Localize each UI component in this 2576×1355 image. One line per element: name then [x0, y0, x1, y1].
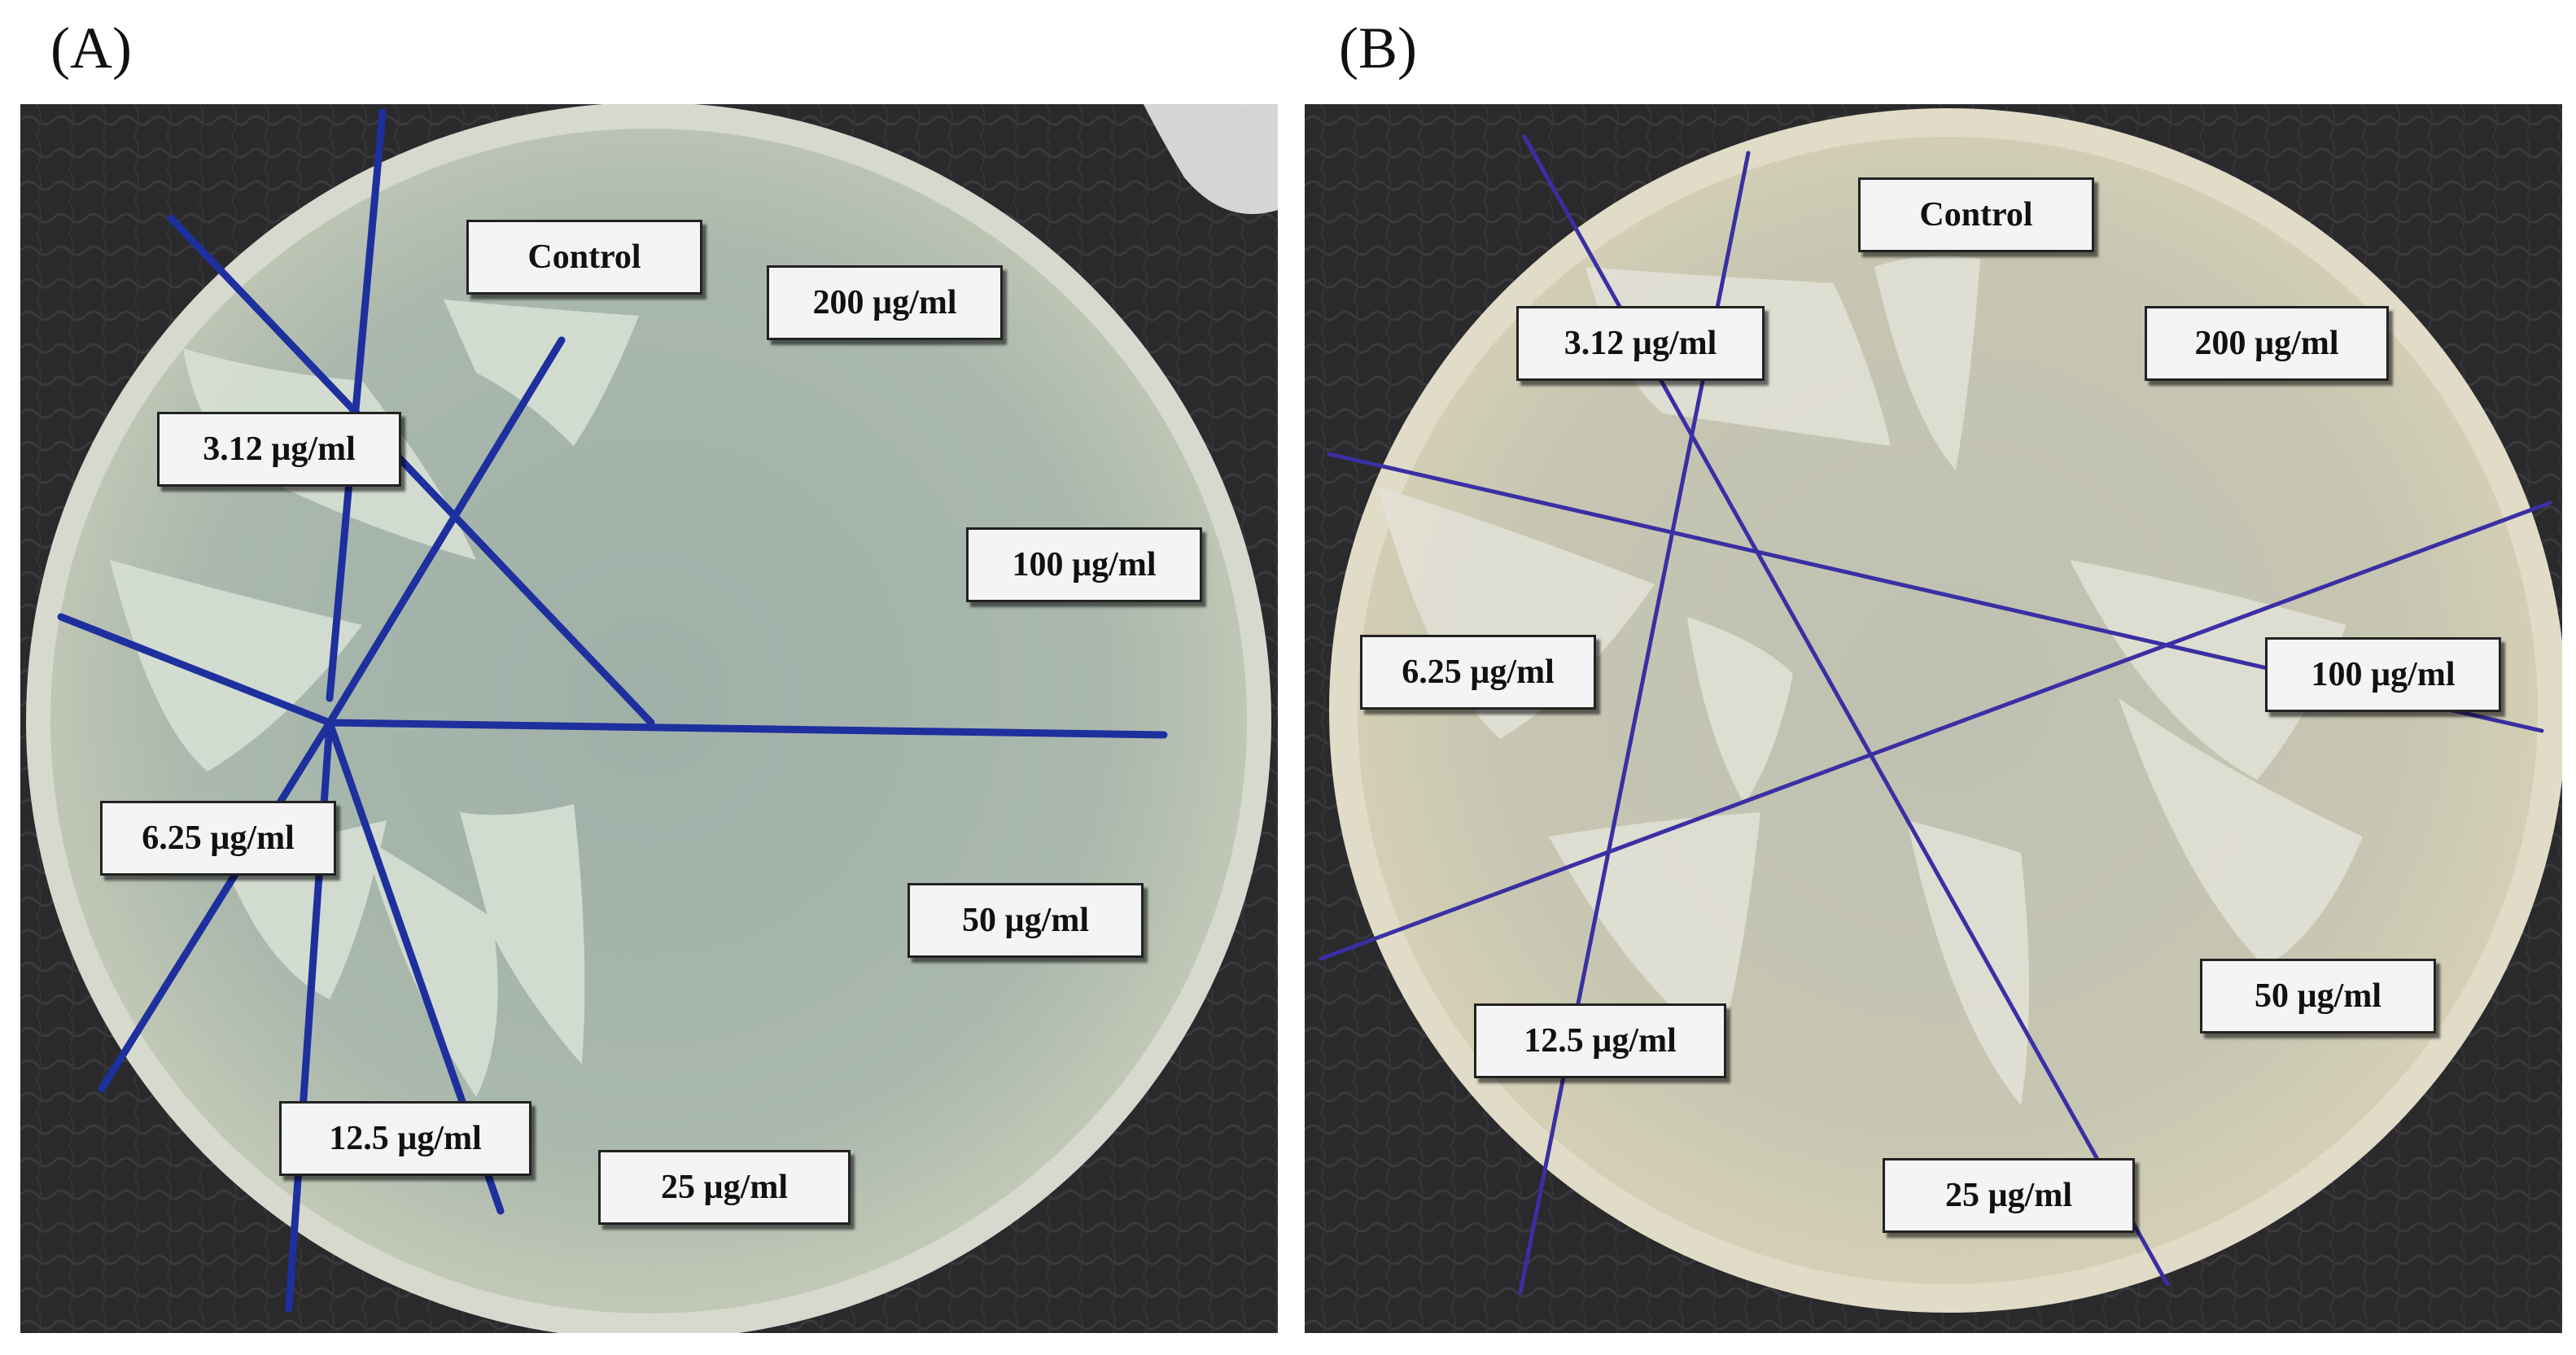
label-a-6-25: 6.25 µg/ml [100, 801, 336, 876]
label-a-100: 100 µg/ml [966, 527, 1202, 602]
label-a-25: 25 µg/ml [598, 1150, 851, 1225]
label-b-50: 50 µg/ml [2200, 959, 2436, 1034]
label-b-3-12: 3.12 µg/ml [1516, 306, 1765, 381]
label-b-control: Control [1858, 177, 2094, 252]
label-b-12-5: 12.5 µg/ml [1474, 1003, 1726, 1078]
label-a-12-5: 12.5 µg/ml [279, 1101, 531, 1176]
panel-b-photo: Control 200 µg/ml 100 µg/ml 50 µg/ml 25 … [1305, 104, 2562, 1333]
panel-a-photo: Control 200 µg/ml 100 µg/ml 50 µg/ml 25 … [20, 104, 1278, 1333]
panel-a-letter: (A) [50, 15, 132, 81]
label-a-3-12: 3.12 µg/ml [157, 412, 401, 487]
label-b-200: 200 µg/ml [2145, 306, 2389, 381]
label-b-6-25: 6.25 µg/ml [1360, 635, 1596, 710]
label-a-200: 200 µg/ml [767, 265, 1003, 340]
marker-lines-a [57, 108, 1168, 1313]
label-a-50: 50 µg/ml [908, 883, 1144, 958]
label-b-25: 25 µg/ml [1883, 1158, 2135, 1233]
tissue-a [1144, 104, 1278, 214]
petri-dish-b [1305, 104, 2562, 1333]
label-b-100: 100 µg/ml [2265, 637, 2501, 712]
panel-b-letter: (B) [1339, 15, 1417, 81]
label-a-control: Control [466, 220, 702, 295]
